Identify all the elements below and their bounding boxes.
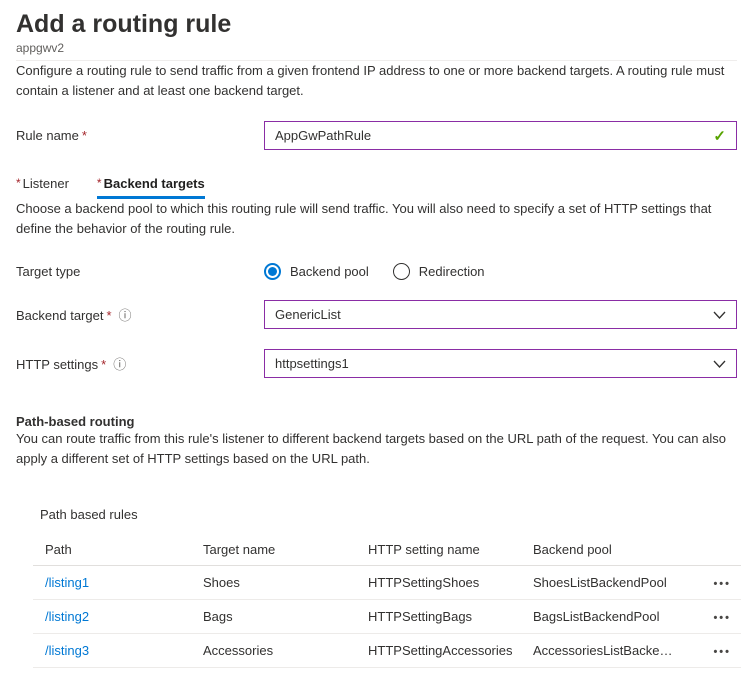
http-settings-label: HTTP settings*ⓘ	[16, 357, 127, 372]
http-settings-value: httpsettings1	[275, 356, 349, 371]
table-row: /listing3 Accessories HTTPSettingAccesso…	[33, 634, 741, 668]
backend-target-dropdown[interactable]: GenericList	[264, 300, 737, 329]
tab-label: Backend targets	[103, 176, 205, 191]
table-header-row: Path Target name HTTP setting name Backe…	[33, 534, 741, 566]
backend-pool-cell: AccessoriesListBackendPool	[533, 643, 685, 658]
ellipsis-icon[interactable]: •••	[713, 646, 731, 658]
required-asterisk: *	[81, 128, 87, 143]
backend-pool-cell: ShoesListBackendPool	[533, 575, 667, 590]
required-asterisk: *	[106, 308, 112, 323]
table-row: /listing2 Bags HTTPSettingBags BagsListB…	[33, 600, 741, 634]
info-icon[interactable]: ⓘ	[113, 357, 127, 372]
tab-backend-targets[interactable]: *Backend targets	[96, 176, 205, 199]
info-icon[interactable]: ⓘ	[118, 308, 132, 323]
target-type-radio-group: Backend pool Redirection	[264, 263, 737, 280]
column-header-http-setting-name: HTTP setting name	[368, 542, 480, 557]
rule-name-label: Rule name*	[16, 128, 87, 143]
add-routing-rule-panel: Add a routing rule appgwv2 Configure a r…	[16, 10, 741, 668]
target-name-cell: Accessories	[203, 643, 274, 658]
target-name-cell: Shoes	[203, 575, 240, 590]
http-settings-row: HTTP settings*ⓘ httpsettings1	[16, 349, 737, 378]
path-based-routing-description: You can route traffic from this rule's l…	[16, 431, 726, 466]
column-header-target-name: Target name	[203, 542, 276, 557]
tab-listener[interactable]: *Listener	[16, 176, 69, 199]
path-based-routing-heading: Path-based routing	[16, 414, 135, 429]
required-asterisk: *	[16, 176, 21, 190]
target-type-row: Target type Backend pool Redirection	[16, 263, 737, 280]
backend-target-value: GenericList	[275, 307, 341, 322]
http-setting-name-cell: HTTPSettingShoes	[368, 575, 480, 590]
ellipsis-icon[interactable]: •••	[713, 612, 731, 624]
chevron-down-icon	[713, 360, 726, 368]
path-link[interactable]: /listing3	[45, 643, 90, 658]
column-header-path: Path	[45, 542, 72, 557]
http-setting-name-cell: HTTPSettingAccessories	[368, 643, 513, 658]
target-name-cell: Bags	[203, 609, 233, 624]
tab-label: Listener	[22, 176, 69, 191]
radio-redirection[interactable]: Redirection	[392, 263, 485, 280]
rule-name-field-border: ✓	[264, 121, 737, 150]
backend-target-label: Backend target*ⓘ	[16, 308, 132, 323]
radio-selected-icon	[264, 263, 281, 280]
valid-checkmark-icon: ✓	[713, 127, 726, 145]
http-setting-name-cell: HTTPSettingBags	[368, 609, 473, 624]
http-settings-dropdown[interactable]: httpsettings1	[264, 349, 737, 378]
backend-pool-cell: BagsListBackendPool	[533, 609, 660, 624]
backend-targets-intro: Choose a backend pool to which this rout…	[16, 201, 712, 236]
table-row: /listing1 Shoes HTTPSettingShoes ShoesLi…	[33, 566, 741, 600]
target-type-label: Target type	[16, 264, 81, 279]
path-link[interactable]: /listing2	[45, 609, 90, 624]
required-asterisk: *	[96, 176, 102, 190]
path-based-rules-label: Path based rules	[40, 507, 138, 522]
rule-name-input[interactable]	[275, 128, 706, 143]
radio-label: Backend pool	[290, 264, 369, 279]
backend-target-row: Backend target*ⓘ GenericList	[16, 300, 737, 329]
ellipsis-icon[interactable]: •••	[713, 578, 731, 590]
header-divider	[16, 60, 737, 61]
path-rules-table: Path Target name HTTP setting name Backe…	[33, 534, 741, 668]
rule-tabs: *Listener *Backend targets	[16, 176, 737, 199]
radio-unselected-icon	[392, 263, 410, 280]
rule-name-row: Rule name* ✓	[16, 121, 737, 150]
path-link[interactable]: /listing1	[45, 575, 90, 590]
page-title: Add a routing rule	[16, 10, 232, 38]
chevron-down-icon	[713, 311, 726, 319]
column-header-backend-pool: Backend pool	[533, 542, 612, 557]
required-asterisk: *	[101, 357, 107, 372]
radio-label: Redirection	[418, 264, 485, 279]
radio-backend-pool[interactable]: Backend pool	[264, 263, 369, 280]
resource-subtitle: appgwv2	[16, 41, 65, 55]
intro-text: Configure a routing rule to send traffic…	[16, 63, 725, 98]
